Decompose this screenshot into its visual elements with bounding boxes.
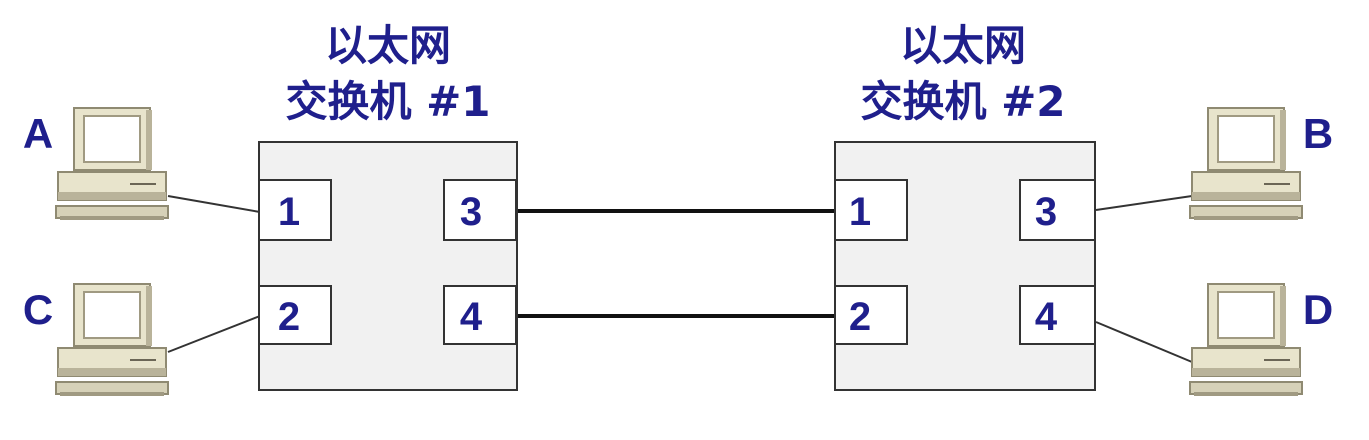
- switch1-port-2-label: 2: [278, 295, 300, 339]
- switch1-port-3-label: 3: [460, 190, 482, 234]
- switch1-title-line1: 以太网: [325, 21, 451, 70]
- link-host-c: [167, 315, 261, 353]
- switch2-port-3: 3: [1019, 179, 1096, 241]
- switch1-title-line2: 交换机 #1: [285, 77, 490, 126]
- computer-c-icon: [55, 283, 169, 397]
- host-label-a: A: [23, 110, 53, 157]
- link-host-b: [1095, 195, 1193, 211]
- switch2-port-4: 4: [1019, 285, 1096, 345]
- switch2-title-line1: 以太网: [900, 21, 1026, 70]
- switch2-port-2: 2: [834, 285, 908, 345]
- switch2-title-line2: 交换机 #2: [860, 77, 1065, 126]
- link-host-a: [167, 195, 261, 213]
- switch1-port-2: 2: [258, 285, 332, 345]
- host-label-b: B: [1303, 110, 1333, 157]
- switch1-port-3: 3: [443, 179, 517, 241]
- switch1-port-1: 1: [258, 179, 332, 241]
- switch2-port-1-label: 1: [849, 190, 871, 234]
- switch2-port-3-label: 3: [1035, 190, 1057, 234]
- switch1-port-1-label: 1: [278, 190, 300, 234]
- switch2-port-1: 1: [834, 179, 908, 241]
- host-label-d: D: [1303, 286, 1333, 333]
- switch2-port-2-label: 2: [849, 295, 871, 339]
- computer-b-icon: [1189, 107, 1303, 221]
- computer-a-icon: [55, 107, 169, 221]
- host-label-c: C: [23, 286, 53, 333]
- switch1-port-4-label: 4: [460, 295, 483, 339]
- switch1-port-4: 4: [443, 285, 517, 345]
- link-host-d: [1095, 321, 1193, 363]
- computer-d-icon: [1189, 283, 1303, 397]
- switch2-port-4-label: 4: [1035, 295, 1058, 339]
